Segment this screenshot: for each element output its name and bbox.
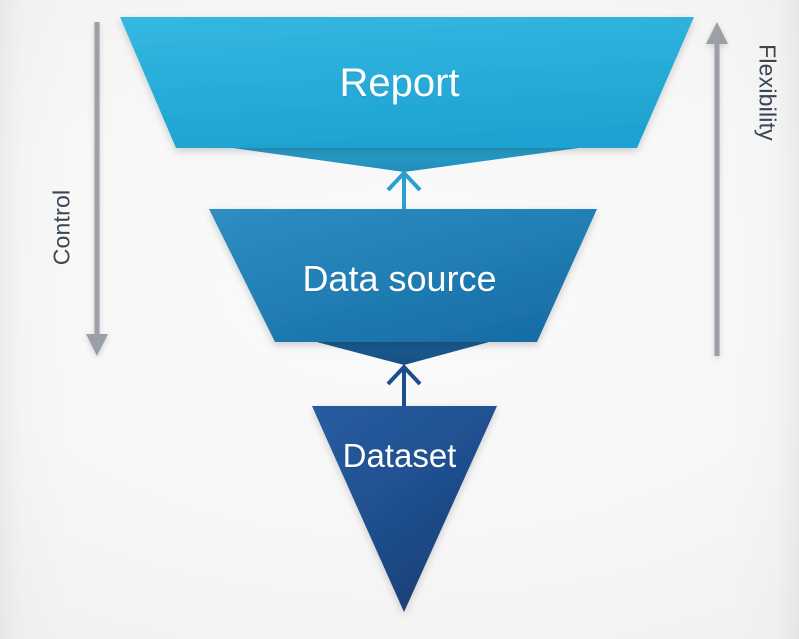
funnel-stage-report[interactable] bbox=[120, 17, 694, 172]
data-source-shape bbox=[209, 209, 597, 342]
connector-data-source-to-report bbox=[386, 170, 422, 209]
funnel-stage-dataset[interactable] bbox=[312, 406, 497, 612]
report-shape bbox=[120, 17, 694, 148]
axis-label-control: Control bbox=[48, 189, 75, 266]
stage-label-report: Report bbox=[339, 61, 460, 105]
stage-label-dataset: Dataset bbox=[342, 437, 457, 474]
connector-dataset-to-data-source bbox=[386, 364, 422, 406]
axis-control-arrow bbox=[86, 22, 108, 356]
axis-flexibility-arrow bbox=[706, 22, 728, 356]
funnel-stage-data-source[interactable] bbox=[209, 209, 597, 365]
dataset-shape bbox=[312, 406, 497, 612]
stage-label-data-source: Data source bbox=[302, 258, 497, 299]
axis-label-flexibility: Flexibility bbox=[754, 44, 781, 141]
